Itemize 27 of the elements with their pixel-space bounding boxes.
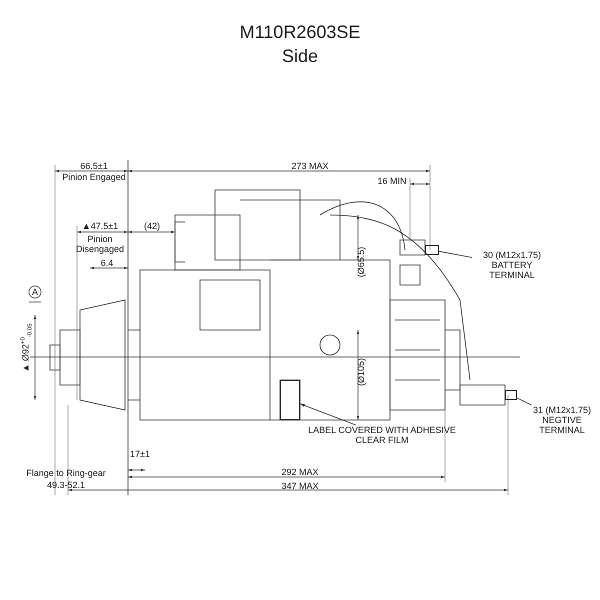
dimension-note: Flange to Ring-gear (26, 468, 106, 478)
dimension-value: (42) (144, 221, 160, 231)
dimension-note: Pinion Engaged (62, 172, 126, 182)
dimension-value: 273 MAX (291, 161, 329, 171)
title: M110R2603SE (240, 22, 360, 42)
dimension-note: Pinion Disengaged (76, 234, 124, 254)
dimension-value: ▲47.5±1 (82, 221, 118, 231)
terminal-stud (505, 390, 517, 400)
label-note: LABEL COVERED WITH ADHESIVE CLEAR FILM (307, 425, 457, 445)
dimension-value: (Ø65.5) (356, 246, 366, 278)
leader-line (300, 403, 356, 426)
dimension-value: 49.3-52.1 (46, 480, 86, 490)
dimension-value: 6.4 (100, 258, 114, 268)
leader-line (516, 398, 532, 406)
dimension-value: 16 MIN (378, 176, 406, 186)
label-area (280, 380, 300, 420)
leader-line (438, 250, 472, 258)
terminal-stud (425, 245, 439, 255)
dimension-value: 66.5±1 (80, 161, 108, 171)
terminal-label: 30 (M12x1.75) BATTERY TERMINAL (482, 250, 542, 280)
dimension-value: 347 MAX (281, 481, 319, 491)
subtitle: Side (282, 46, 318, 66)
datum-letter: A (32, 287, 38, 297)
dimension-value: 17±1 (130, 449, 150, 459)
terminal-label: 31 (M12x1.75) NEGTIVE TERMINAL (532, 405, 592, 435)
dimension-value: (Ø105) (356, 358, 366, 386)
dimension-value: 292 MAX (281, 467, 319, 477)
